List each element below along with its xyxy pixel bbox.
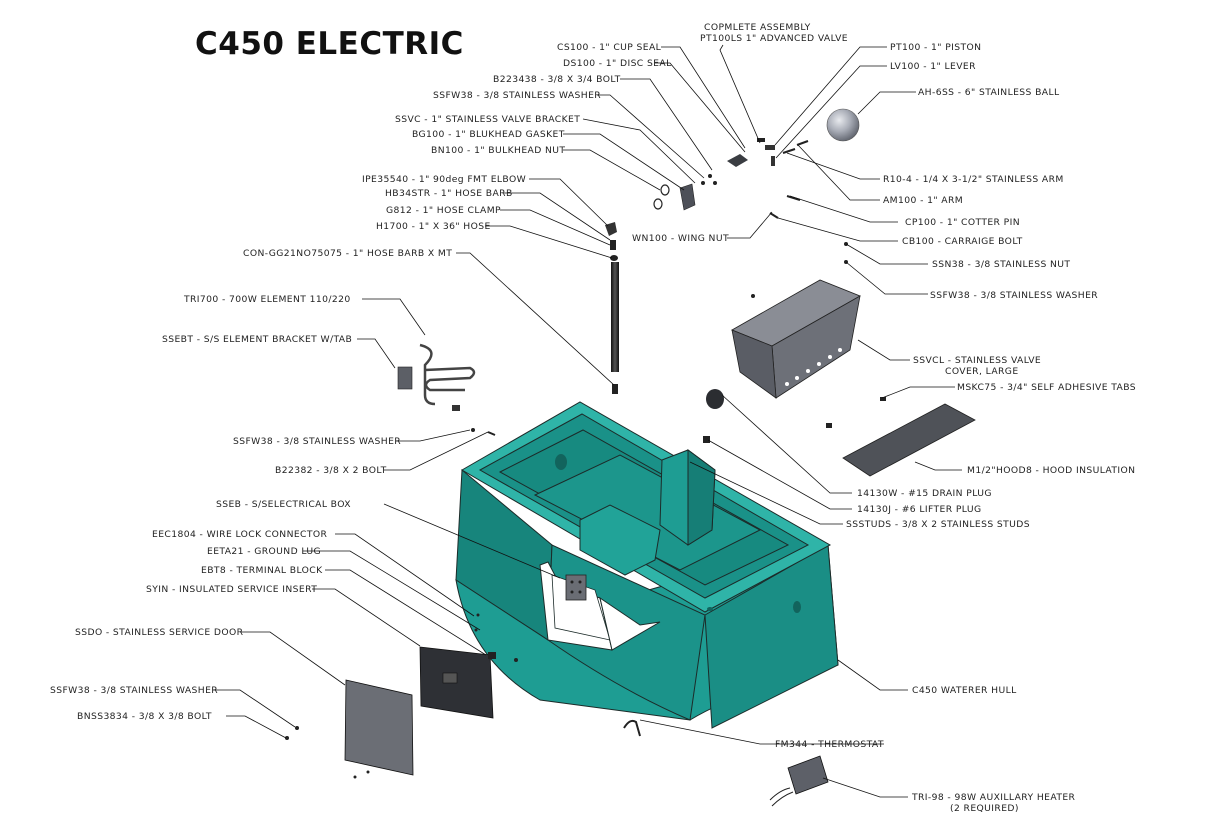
thermostat xyxy=(623,719,641,737)
label-b223438: B223438 - 3/8 X 3/4 BOLT xyxy=(493,74,621,85)
label-bnss3834: BNSS3834 - 3/8 X 3/8 BOLT xyxy=(77,711,212,722)
drain-plug xyxy=(706,389,724,409)
label-ssn38: SSN38 - 3/8 STAINLESS NUT xyxy=(932,259,1070,270)
label-ssvc: SSVC - 1" STAINLESS VALVE BRACKET xyxy=(395,114,580,125)
label-fm344: FM344 - THERMOSTAT xyxy=(775,739,884,750)
hose xyxy=(611,262,619,372)
label-ssdo: SSDO - STAINLESS SERVICE DOOR xyxy=(75,627,244,638)
leader-lines xyxy=(213,44,962,798)
heating-element xyxy=(397,343,496,436)
stainless-ball xyxy=(826,108,860,142)
label-hood: M1/2"HOOD8 - HOOD INSULATION xyxy=(967,465,1135,476)
stainless-valve-cover xyxy=(731,279,861,399)
label-ssstuds: SSSTUDS - 3/8 X 2 STAINLESS STUDS xyxy=(846,519,1030,530)
label-con-gg: CON-GG21NO75075 - 1" HOSE BARB X MT xyxy=(243,248,452,259)
label-g812: G812 - 1" HOSE CLAMP xyxy=(386,205,501,216)
diagram-title: C450 ELECTRIC xyxy=(195,26,464,62)
label-tri98-2: (2 REQUIRED) xyxy=(950,803,1019,814)
label-complete-assembly-1: COPMLETE ASSEMBLY xyxy=(704,22,811,33)
label-ds100: DS100 - 1" DISC SEAL xyxy=(563,58,672,69)
valve-assembly-parts xyxy=(605,108,860,394)
label-ssfw38-left: SSFW38 - 3/8 STAINLESS WASHER xyxy=(233,436,401,447)
label-ssfw38-top: SSFW38 - 3/8 STAINLESS WASHER xyxy=(433,90,601,101)
label-tri98-1: TRI-98 - 98W AUXILLARY HEATER xyxy=(911,792,1076,803)
label-b22382: B22382 - 3/8 X 2 BOLT xyxy=(275,465,387,476)
label-bg100: BG100 - 1" BLUKHEAD GASKET xyxy=(412,129,565,140)
label-hull: C450 WATERER HULL xyxy=(912,685,1017,696)
label-drain: 14130W - #15 DRAIN PLUG xyxy=(857,488,992,499)
label-syin: SYIN - INSULATED SERVICE INSERT xyxy=(146,584,317,595)
label-eec1804: EEC1804 - WIRE LOCK CONNECTOR xyxy=(152,529,328,540)
label-lifter: 14130J - #6 LIFTER PLUG xyxy=(857,504,981,515)
label-lv100: LV100 - 1" LEVER xyxy=(890,61,976,72)
label-ssvcl-2: COVER, LARGE xyxy=(945,366,1019,377)
label-bn100: BN100 - 1" BULKHEAD NUT xyxy=(431,145,565,156)
label-cs100: CS100 - 1" CUP SEAL xyxy=(557,42,662,53)
label-ah6ss: AH-6SS - 6" STAINLESS BALL xyxy=(918,87,1060,98)
label-r104: R10-4 - 1/4 X 3-1/2" STAINLESS ARM xyxy=(883,174,1064,185)
label-sseb: SSEB - S/SELECTRICAL BOX xyxy=(216,499,351,510)
hood-insulation xyxy=(842,403,976,477)
label-eeta21: EETA21 - GROUND LUG xyxy=(207,546,321,557)
stainless-service-door xyxy=(344,679,414,776)
label-mskc75: MSKC75 - 3/4" SELF ADHESIVE TABS xyxy=(957,382,1136,393)
lifter-plug xyxy=(703,436,710,443)
label-cp100: CP100 - 1" COTTER PIN xyxy=(905,217,1020,228)
label-h1700: H1700 - 1" X 36" HOSE xyxy=(376,221,491,232)
label-am100: AM100 - 1" ARM xyxy=(883,195,963,206)
label-ebt8: EBT8 - TERMINAL BLOCK xyxy=(201,565,323,576)
label-tri700: TRI700 - 700W ELEMENT 110/220 xyxy=(183,294,351,305)
label-wn100: WN100 - WING NUT xyxy=(632,233,729,244)
label-ssfw38-bottom: SSFW38 - 3/8 STAINLESS WASHER xyxy=(50,685,218,696)
label-hb34str: HB34STR - 1" HOSE BARB xyxy=(385,188,513,199)
label-cb100: CB100 - CARRAIGE BOLT xyxy=(902,236,1023,247)
label-complete-assembly-2: PT100LS 1" ADVANCED VALVE xyxy=(700,33,848,44)
label-pt100: PT100 - 1" PISTON xyxy=(890,42,981,53)
label-ssvcl-1: SSVCL - STAINLESS VALVE xyxy=(913,355,1041,366)
auxiliary-heater xyxy=(769,755,829,807)
part-labels: COPMLETE ASSEMBLY PT100LS 1" ADVANCED VA… xyxy=(50,22,1136,814)
label-ipe35540: IPE35540 - 1" 90deg FMT ELBOW xyxy=(362,174,526,185)
label-ssfw38-right: SSFW38 - 3/8 STAINLESS WASHER xyxy=(930,290,1098,301)
label-ssebt: SSEBT - S/S ELEMENT BRACKET W/TAB xyxy=(162,334,352,345)
waterer-hull xyxy=(455,401,839,729)
